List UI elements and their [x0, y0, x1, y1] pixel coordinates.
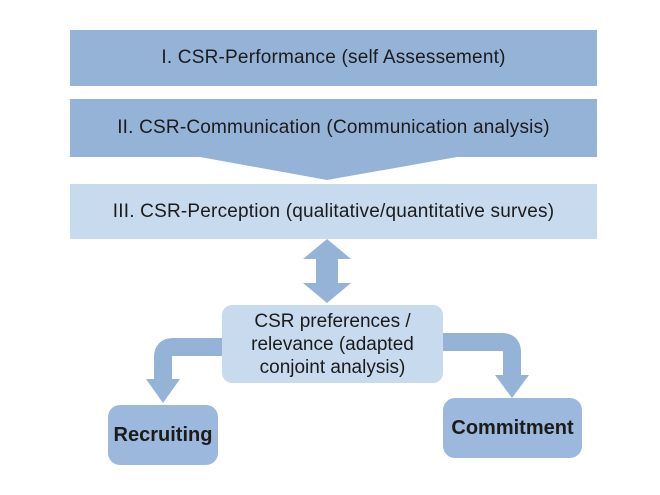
step-label-csr-communication: II. CSR-Communication (Communication ana… — [117, 117, 550, 138]
csr-preferences-line-2: relevance (adapted — [251, 333, 414, 355]
step-box-csr-performance: I. CSR-Performance (self Assessement) — [70, 30, 597, 86]
outcome-box-recruiting: Recruiting — [108, 405, 218, 465]
csr-preferences-box: CSR preferences / relevance (adapted con… — [222, 305, 443, 383]
outcome-box-commitment: Commitment — [443, 398, 582, 458]
step-label-csr-perception: III. CSR-Perception (qualitative/quantit… — [112, 200, 555, 222]
elbow-arrow-right-head-icon — [495, 375, 529, 398]
elbow-arrow-right-shaft — [443, 333, 521, 377]
elbow-arrow-left-shaft — [154, 338, 222, 381]
up-down-double-arrow-icon — [303, 239, 351, 303]
outcome-label-commitment: Commitment — [451, 416, 574, 439]
step-label-csr-performance: I. CSR-Performance (self Assessement) — [161, 47, 506, 68]
step-box-csr-perception: III. CSR-Perception (qualitative/quantit… — [70, 184, 597, 239]
csr-preferences-line-1: CSR preferences / — [254, 310, 411, 332]
elbow-arrow-left-head-icon — [146, 379, 180, 403]
csr-preferences-line-3: conjoint analysis) — [259, 356, 406, 378]
step-box-csr-communication-text-area: II. CSR-Communication (Communication ana… — [70, 99, 597, 157]
outcome-label-recruiting: Recruiting — [113, 423, 213, 446]
